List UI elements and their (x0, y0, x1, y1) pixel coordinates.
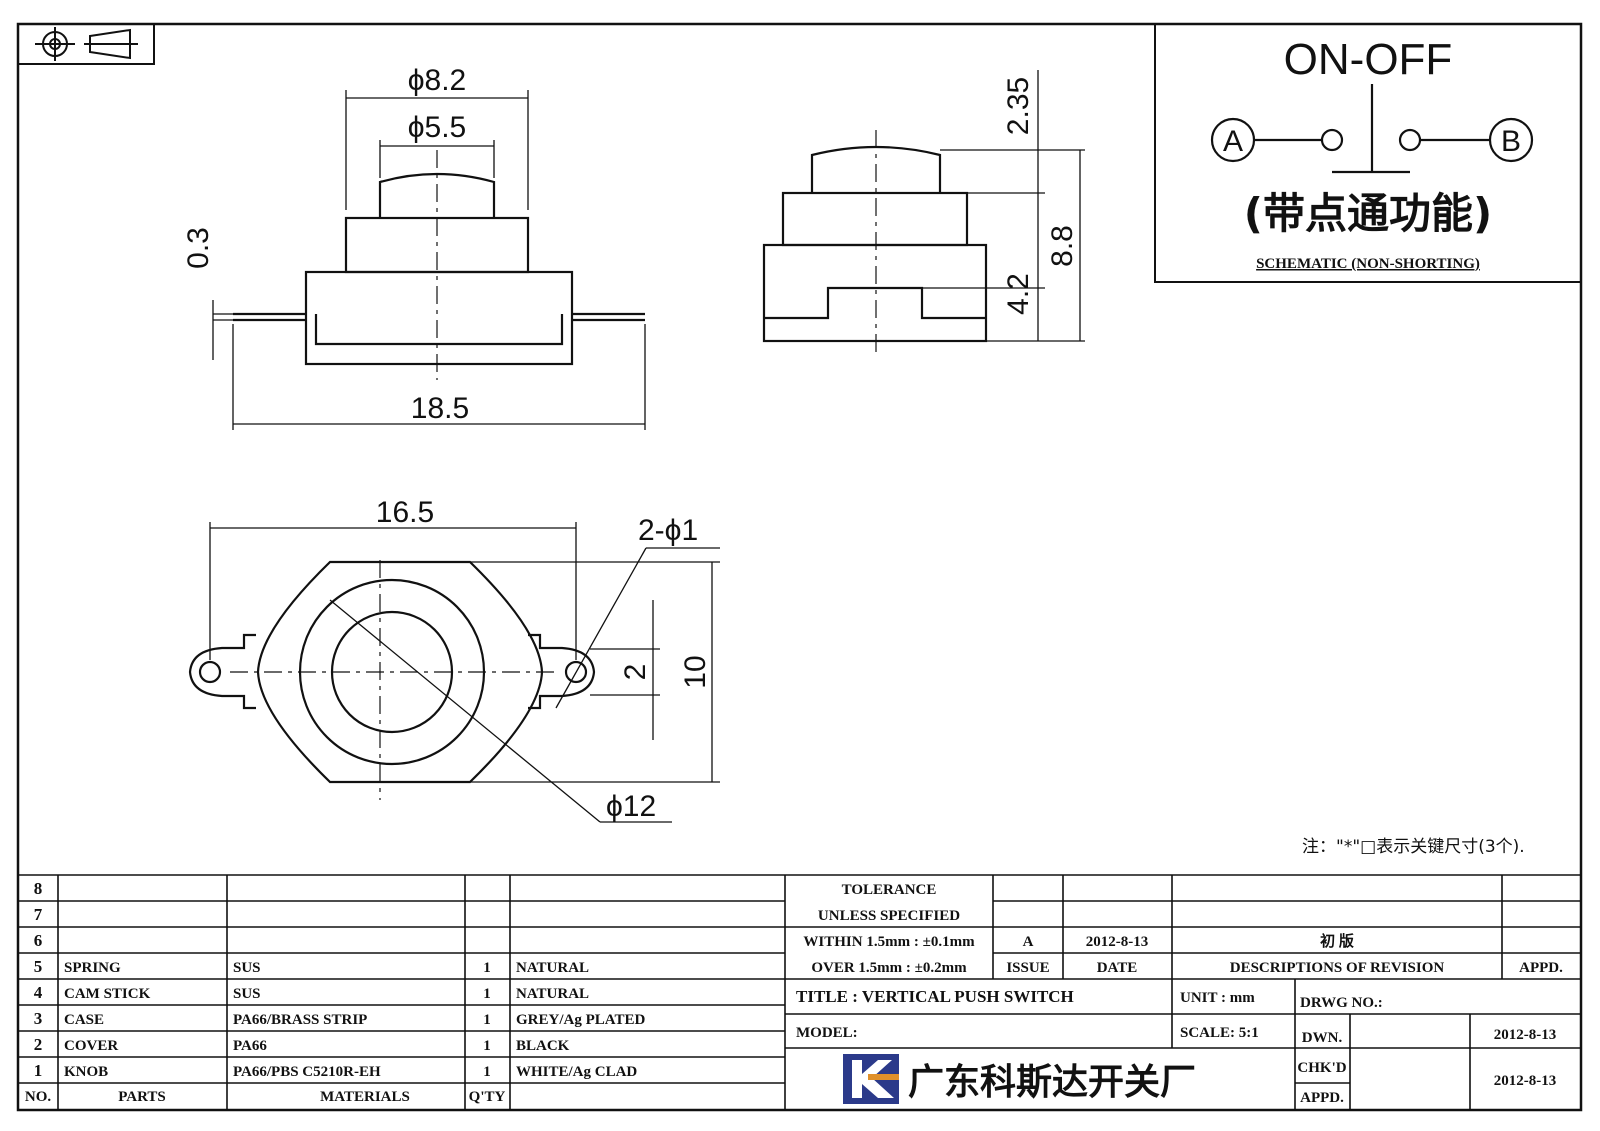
key-dimension-note: 注："*"□表示关键尺寸(3个). (1302, 837, 1525, 857)
row-qty: 1 (483, 1012, 491, 1028)
date-value: 2012-8-13 (1086, 934, 1149, 950)
dim-2-35: 2.35 (1002, 77, 1035, 135)
drwg-no-label: DRWG NO.: (1300, 995, 1383, 1011)
row-part: SPRING (64, 960, 121, 976)
tolerance-line-2: UNLESS SPECIFIED (818, 908, 960, 924)
schematic-box: ON-OFF A B (带点通功能) SCHEMATIC (NON-SHORTI… (1154, 23, 1582, 283)
terminal-a-label: A (1223, 125, 1243, 158)
top-view (188, 560, 596, 800)
dwn-date: 2012-8-13 (1494, 1027, 1557, 1043)
dim-2-phi-1: 2-ϕ1 (638, 514, 698, 547)
desc-label: DESCRIPTIONS OF REVISION (1230, 960, 1445, 976)
chkd-date: 2012-8-13 (1494, 1073, 1557, 1089)
header-materials: MATERIALS (320, 1089, 410, 1105)
dim-phi-5-5: ϕ5.5 (408, 111, 467, 144)
header-parts: PARTS (118, 1089, 166, 1105)
company-name: 广东科斯达开关厂 (908, 1062, 1196, 1103)
revision-value: 初 版 (1320, 932, 1354, 950)
header-no: NO. (25, 1089, 52, 1105)
side-view-dims (922, 70, 1085, 342)
issue-value: A (1023, 934, 1034, 950)
front-view (233, 150, 645, 380)
tolerance-line-4: OVER 1.5mm : ±0.2mm (811, 960, 967, 976)
side-view (762, 130, 988, 355)
appd-label: APPD. (1519, 960, 1563, 976)
row-qty: 1 (483, 960, 491, 976)
parts-table-rows: 8 7 6 5 SPRING SUS 1 NATURAL 4 CAM STICK… (25, 879, 646, 1105)
dwn-label: DWN. (1302, 1030, 1343, 1046)
projection-symbol-icon (17, 23, 155, 65)
front-view-dims (212, 90, 646, 430)
issue-label: ISSUE (1006, 960, 1049, 976)
date-label: DATE (1097, 960, 1138, 976)
row-finish: GREY/Ag PLATED (516, 1012, 645, 1028)
row-material: PA66/BRASS STRIP (233, 1012, 367, 1028)
row-material: SUS (233, 960, 261, 976)
row-finish: NATURAL (516, 986, 589, 1002)
row-no: 1 (34, 1061, 43, 1080)
dim-8-8: 8.8 (1046, 225, 1079, 267)
row-qty: 1 (483, 1038, 491, 1054)
schematic-caption: SCHEMATIC (NON-SHORTING) (1256, 256, 1480, 272)
dim-2: 2 (619, 664, 652, 681)
unit-label: UNIT : mm (1180, 990, 1255, 1006)
terminal-b-label: B (1501, 125, 1521, 158)
row-material: PA66 (233, 1038, 267, 1054)
parts-table-grid (18, 874, 1581, 1110)
row-material: SUS (233, 986, 261, 1002)
row-qty: 1 (483, 1064, 491, 1080)
dim-10: 10 (679, 655, 712, 688)
appd-sign-label: APPD. (1300, 1090, 1344, 1106)
chkd-label: CHK'D (1297, 1060, 1346, 1076)
row-no: 7 (34, 905, 43, 924)
title-block-grid (785, 875, 1581, 1110)
row-finish: WHITE/Ag CLAD (516, 1064, 637, 1080)
model-label: MODEL: (796, 1025, 858, 1041)
row-no: 2 (34, 1035, 43, 1054)
top-view-dims (209, 522, 720, 823)
row-part: KNOB (64, 1064, 108, 1080)
schematic-title: ON-OFF (1284, 35, 1453, 84)
dim-phi-8-2: ϕ8.2 (408, 64, 467, 97)
row-part: CASE (64, 1012, 104, 1028)
row-part: COVER (64, 1038, 118, 1054)
tolerance-line-3: WITHIN 1.5mm : ±0.1mm (803, 934, 975, 950)
scale-label: SCALE: 5:1 (1180, 1025, 1259, 1041)
row-no: 8 (34, 879, 43, 898)
row-no: 6 (34, 931, 43, 950)
dim-16-5: 16.5 (376, 496, 434, 529)
dim-phi-12: ϕ12 (606, 790, 656, 823)
tolerance-line-1: TOLERANCE (842, 882, 937, 898)
row-no: 3 (34, 1009, 43, 1028)
sheet-border (16, 22, 1583, 1112)
dim-18-5: 18.5 (411, 392, 469, 425)
row-no: 5 (34, 957, 43, 976)
row-finish: BLACK (516, 1038, 570, 1054)
title-block: TOLERANCE UNLESS SPECIFIED WITHIN 1.5mm … (796, 882, 1563, 1106)
dim-0-3: 0.3 (182, 227, 215, 269)
row-part: CAM STICK (64, 986, 151, 1002)
row-finish: NATURAL (516, 960, 589, 976)
drawing-title: TITLE : VERTICAL PUSH SWITCH (796, 987, 1074, 1006)
company-logo-icon (843, 1054, 899, 1104)
row-material: PA66/PBS C5210R-EH (233, 1064, 381, 1080)
dim-4-2: 4.2 (1002, 273, 1035, 315)
row-no: 4 (34, 983, 43, 1002)
header-qty: Q'TY (469, 1089, 506, 1105)
schematic-cn-caption: (带点通功能) (1244, 189, 1492, 238)
row-qty: 1 (483, 986, 491, 1002)
